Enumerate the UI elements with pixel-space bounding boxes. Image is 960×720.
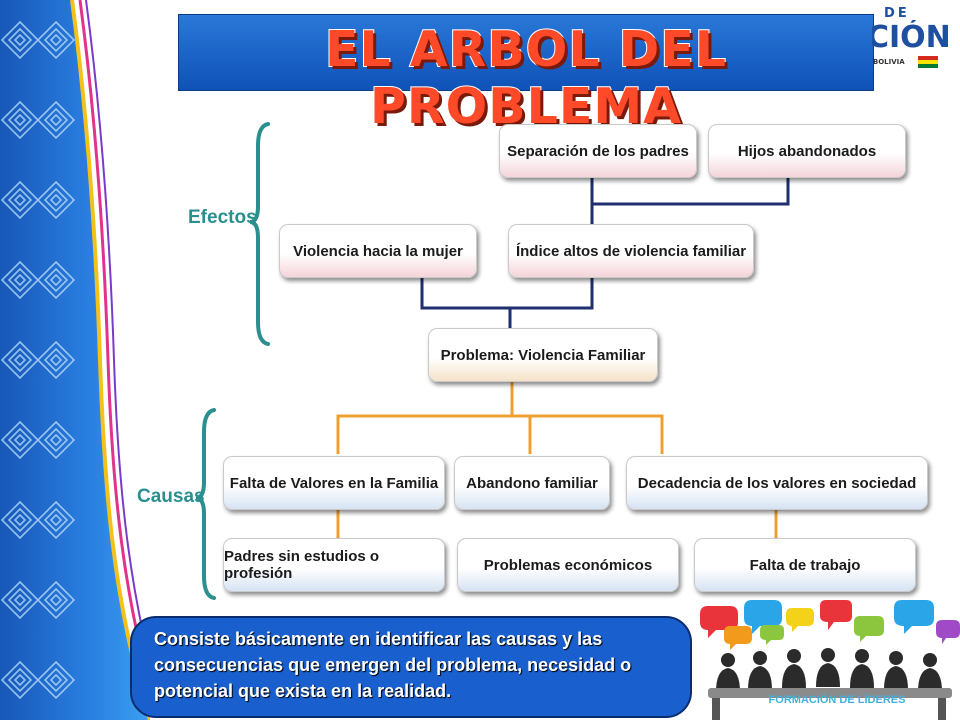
- table-shape: [708, 688, 952, 698]
- node-text: Violencia hacia la mujer: [293, 242, 463, 260]
- cause-lines: [336, 382, 778, 538]
- node-text: Separación de los padres: [507, 142, 689, 160]
- logo-line-3: ESTADO PLURINACIONAL DE BOLIVIA: [872, 58, 905, 66]
- causes-bracket: [195, 408, 216, 600]
- node-text: Hijos abandonados: [737, 142, 877, 160]
- effect-separacion-padres: Separación de los padres: [499, 124, 697, 178]
- photo-caption: FORMACIÓN DE LÍDERES: [768, 694, 906, 706]
- node-text: Falta de Valores en la Familia: [229, 474, 439, 492]
- bolivia-flag-icon: [918, 56, 938, 68]
- cause-decadencia-valores: Decadencia de los valores en sociedad: [626, 456, 928, 510]
- node-text: Problema: Violencia Familiar: [440, 346, 646, 364]
- node-text: Padres sin estudios o profesión: [224, 548, 380, 582]
- cause-problemas-economicos: Problemas económicos: [457, 538, 679, 592]
- effect-hijos-abandonados: Hijos abandonados: [708, 124, 906, 178]
- logo-line-2: EDUCACIÓN: [872, 20, 951, 55]
- decorative-band: [0, 0, 150, 720]
- node-text: Problemas económicos: [483, 556, 653, 574]
- causes-label: Causas: [137, 486, 205, 507]
- effects-label: Efectos: [188, 207, 257, 228]
- cause-falta-trabajo: Falta de trabajo: [694, 538, 916, 592]
- cause-falta-valores-familia: Falta de Valores en la Familia: [223, 456, 445, 510]
- cause-padres-sin-estudios: Padres sin estudios o profesión: [223, 538, 445, 592]
- effect-violencia-mujer: Violencia hacia la mujer: [279, 224, 477, 278]
- node-text: Índice altos de violencia familiar: [515, 242, 747, 260]
- node-text: Abandono familiar: [466, 474, 598, 492]
- node-text: Falta de trabajo: [749, 556, 861, 574]
- node-text: Decadencia de los valores en sociedad: [637, 474, 917, 492]
- effects-bracket: [249, 122, 270, 346]
- people-silhouettes-icon: [716, 648, 942, 692]
- effect-lines: [420, 178, 790, 328]
- meeting-illustration: [698, 600, 960, 720]
- effect-indice-violencia: Índice altos de violencia familiar: [508, 224, 754, 278]
- speech-bubbles-icon: [700, 600, 960, 650]
- description-bubble: Consiste básicamente en identificar las …: [130, 616, 692, 718]
- cause-abandono-familiar: Abandono familiar: [454, 456, 610, 510]
- logo-line-1: MINISTERIO DE: [878, 6, 910, 21]
- problem-node: Problema: Violencia Familiar: [428, 328, 658, 382]
